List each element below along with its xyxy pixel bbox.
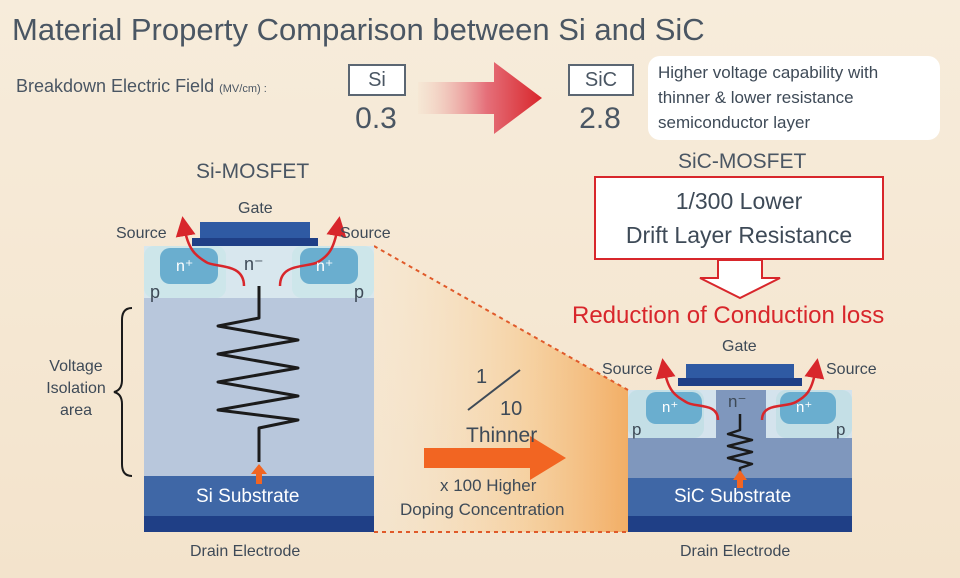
si-drain-label: Drain Electrode xyxy=(190,543,301,560)
sic-breakdown-value: 2.8 xyxy=(579,102,621,135)
si-n-minus: n⁻ xyxy=(244,254,264,274)
si-n-plus-right: n⁺ xyxy=(316,258,334,275)
si-p-left: p xyxy=(150,282,161,302)
si-p-right: p xyxy=(354,282,365,302)
fraction-denominator: 10 xyxy=(500,398,523,420)
down-arrow xyxy=(699,259,781,300)
sic-gate-label: Gate xyxy=(722,338,757,355)
fraction-numerator: 1 xyxy=(476,366,488,388)
breakdown-unit: (MV/cm) : xyxy=(219,83,267,95)
breakdown-label: Breakdown Electric Field xyxy=(16,76,215,96)
callout-line-1: Higher voltage capability with xyxy=(658,63,879,82)
doping-line-1: x 100 Higher xyxy=(440,476,537,495)
si-n-plus-left: n⁺ xyxy=(176,258,194,275)
sic-mosfet-device xyxy=(628,358,852,532)
callout-line-2: thinner & lower resistance xyxy=(658,88,854,107)
sic-source-right-label: Source xyxy=(826,361,877,378)
breakdown-label-row: Breakdown Electric Field (MV/cm) : xyxy=(16,76,267,97)
si-source-right-label: Source xyxy=(340,225,391,242)
resistance-line-1: 1/300 Lower xyxy=(675,188,803,214)
fraction-slash xyxy=(467,369,521,411)
sic-substrate-label: SiC Substrate xyxy=(674,486,792,507)
si-mosfet-device xyxy=(144,216,374,532)
si-breakdown-value: 0.3 xyxy=(355,102,397,135)
sic-mosfet-heading: SiC-MOSFET xyxy=(678,150,807,173)
callout-line-3: semiconductor layer xyxy=(658,113,811,132)
sic-material-box: SiC xyxy=(568,64,634,96)
sic-p-left: p xyxy=(632,420,642,439)
voltage-isolation-label: Voltage Isolation area xyxy=(46,358,106,419)
sic-n-plus-right: n⁺ xyxy=(796,399,813,416)
sic-source-left-label: Source xyxy=(602,361,653,378)
sic-p-right: p xyxy=(836,420,846,439)
si-substrate-label: Si Substrate xyxy=(196,486,300,507)
reduction-label: Reduction of Conduction loss xyxy=(572,302,885,329)
si-material-box: Si xyxy=(348,64,406,96)
callout-box: Higher voltage capability with thinner &… xyxy=(648,56,940,140)
resistance-box: 1/300 Lower Drift Layer Resistance xyxy=(594,176,884,260)
resistance-line-2: Drift Layer Resistance xyxy=(625,222,853,248)
si-source-left-label: Source xyxy=(116,225,167,242)
comparison-arrow xyxy=(418,62,542,134)
doping-line-2: Doping Concentration xyxy=(400,500,565,519)
sic-n-minus: n⁻ xyxy=(728,392,747,411)
zoom-line-top xyxy=(373,245,629,391)
si-mosfet-heading: Si-MOSFET xyxy=(196,160,310,183)
sic-drain-label: Drain Electrode xyxy=(680,543,791,560)
sic-n-plus-left: n⁺ xyxy=(662,399,679,416)
isolation-brace xyxy=(113,307,133,477)
thinner-label: Thinner xyxy=(466,424,538,447)
page-title: Material Property Comparison between Si … xyxy=(12,12,705,47)
thinner-arrow xyxy=(424,436,566,480)
si-gate-label: Gate xyxy=(238,200,273,217)
